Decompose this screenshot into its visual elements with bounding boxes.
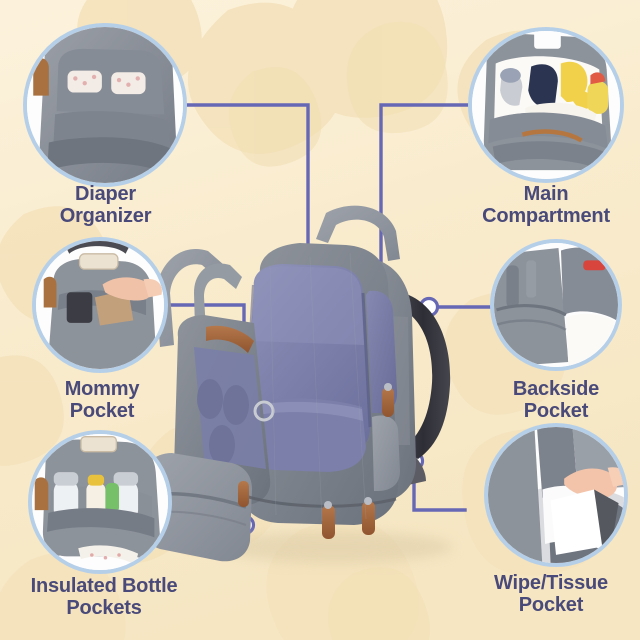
feature-label-mommy-pocket: Mommy Pocket <box>64 378 140 423</box>
feature-photo-backside-pocket[interactable] <box>490 239 622 371</box>
feature-photo-insulated-bottle-pockets[interactable] <box>28 430 172 574</box>
feature-label-wipe-tissue-pocket: Wipe/Tissue Pocket <box>494 572 608 617</box>
feature-photo-diaper-organizer[interactable] <box>23 23 187 187</box>
feature-photo-mommy-pocket[interactable] <box>32 237 168 373</box>
feature-photo-main-compartment[interactable] <box>468 27 624 183</box>
product-image-diaper-backpack <box>150 195 480 575</box>
feature-label-diaper-organizer: Diaper Organizer <box>59 183 152 228</box>
feature-label-main-compartment: Main Compartment <box>482 183 610 228</box>
feature-label-insulated-bottle-pockets: Insulated Bottle Pockets <box>30 575 178 620</box>
feature-photo-wipe-tissue-pocket[interactable] <box>484 423 628 567</box>
feature-label-backside-pocket: Backside Pocket <box>512 378 600 423</box>
